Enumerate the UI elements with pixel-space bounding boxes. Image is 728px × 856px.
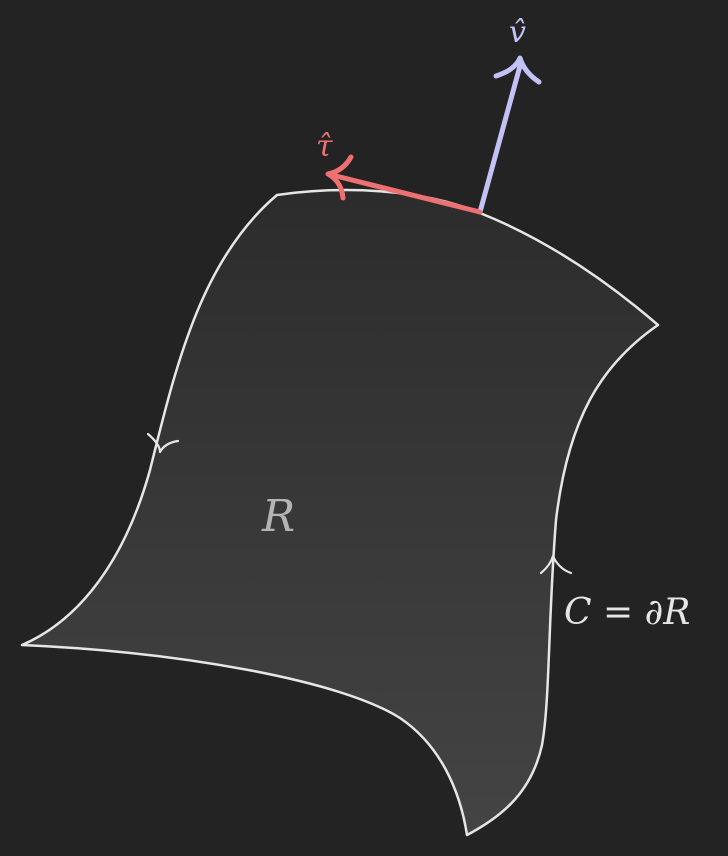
region-label: R (261, 491, 295, 542)
tangent-vector-arrowhead (325, 154, 354, 201)
boundary-orientation-arrow-left (146, 432, 180, 454)
boundary-label: C = ∂R (564, 592, 690, 633)
normal-label: v̂ (509, 15, 526, 50)
region-r-surface (20, 188, 660, 837)
tangent-vector-shaft (333, 173, 483, 215)
normal-vector-arrowhead (493, 55, 542, 85)
tangent-label: τ̂ (316, 129, 333, 164)
boundary-orientation-arrow-right (539, 554, 573, 575)
normal-vector-shaft (477, 63, 523, 215)
